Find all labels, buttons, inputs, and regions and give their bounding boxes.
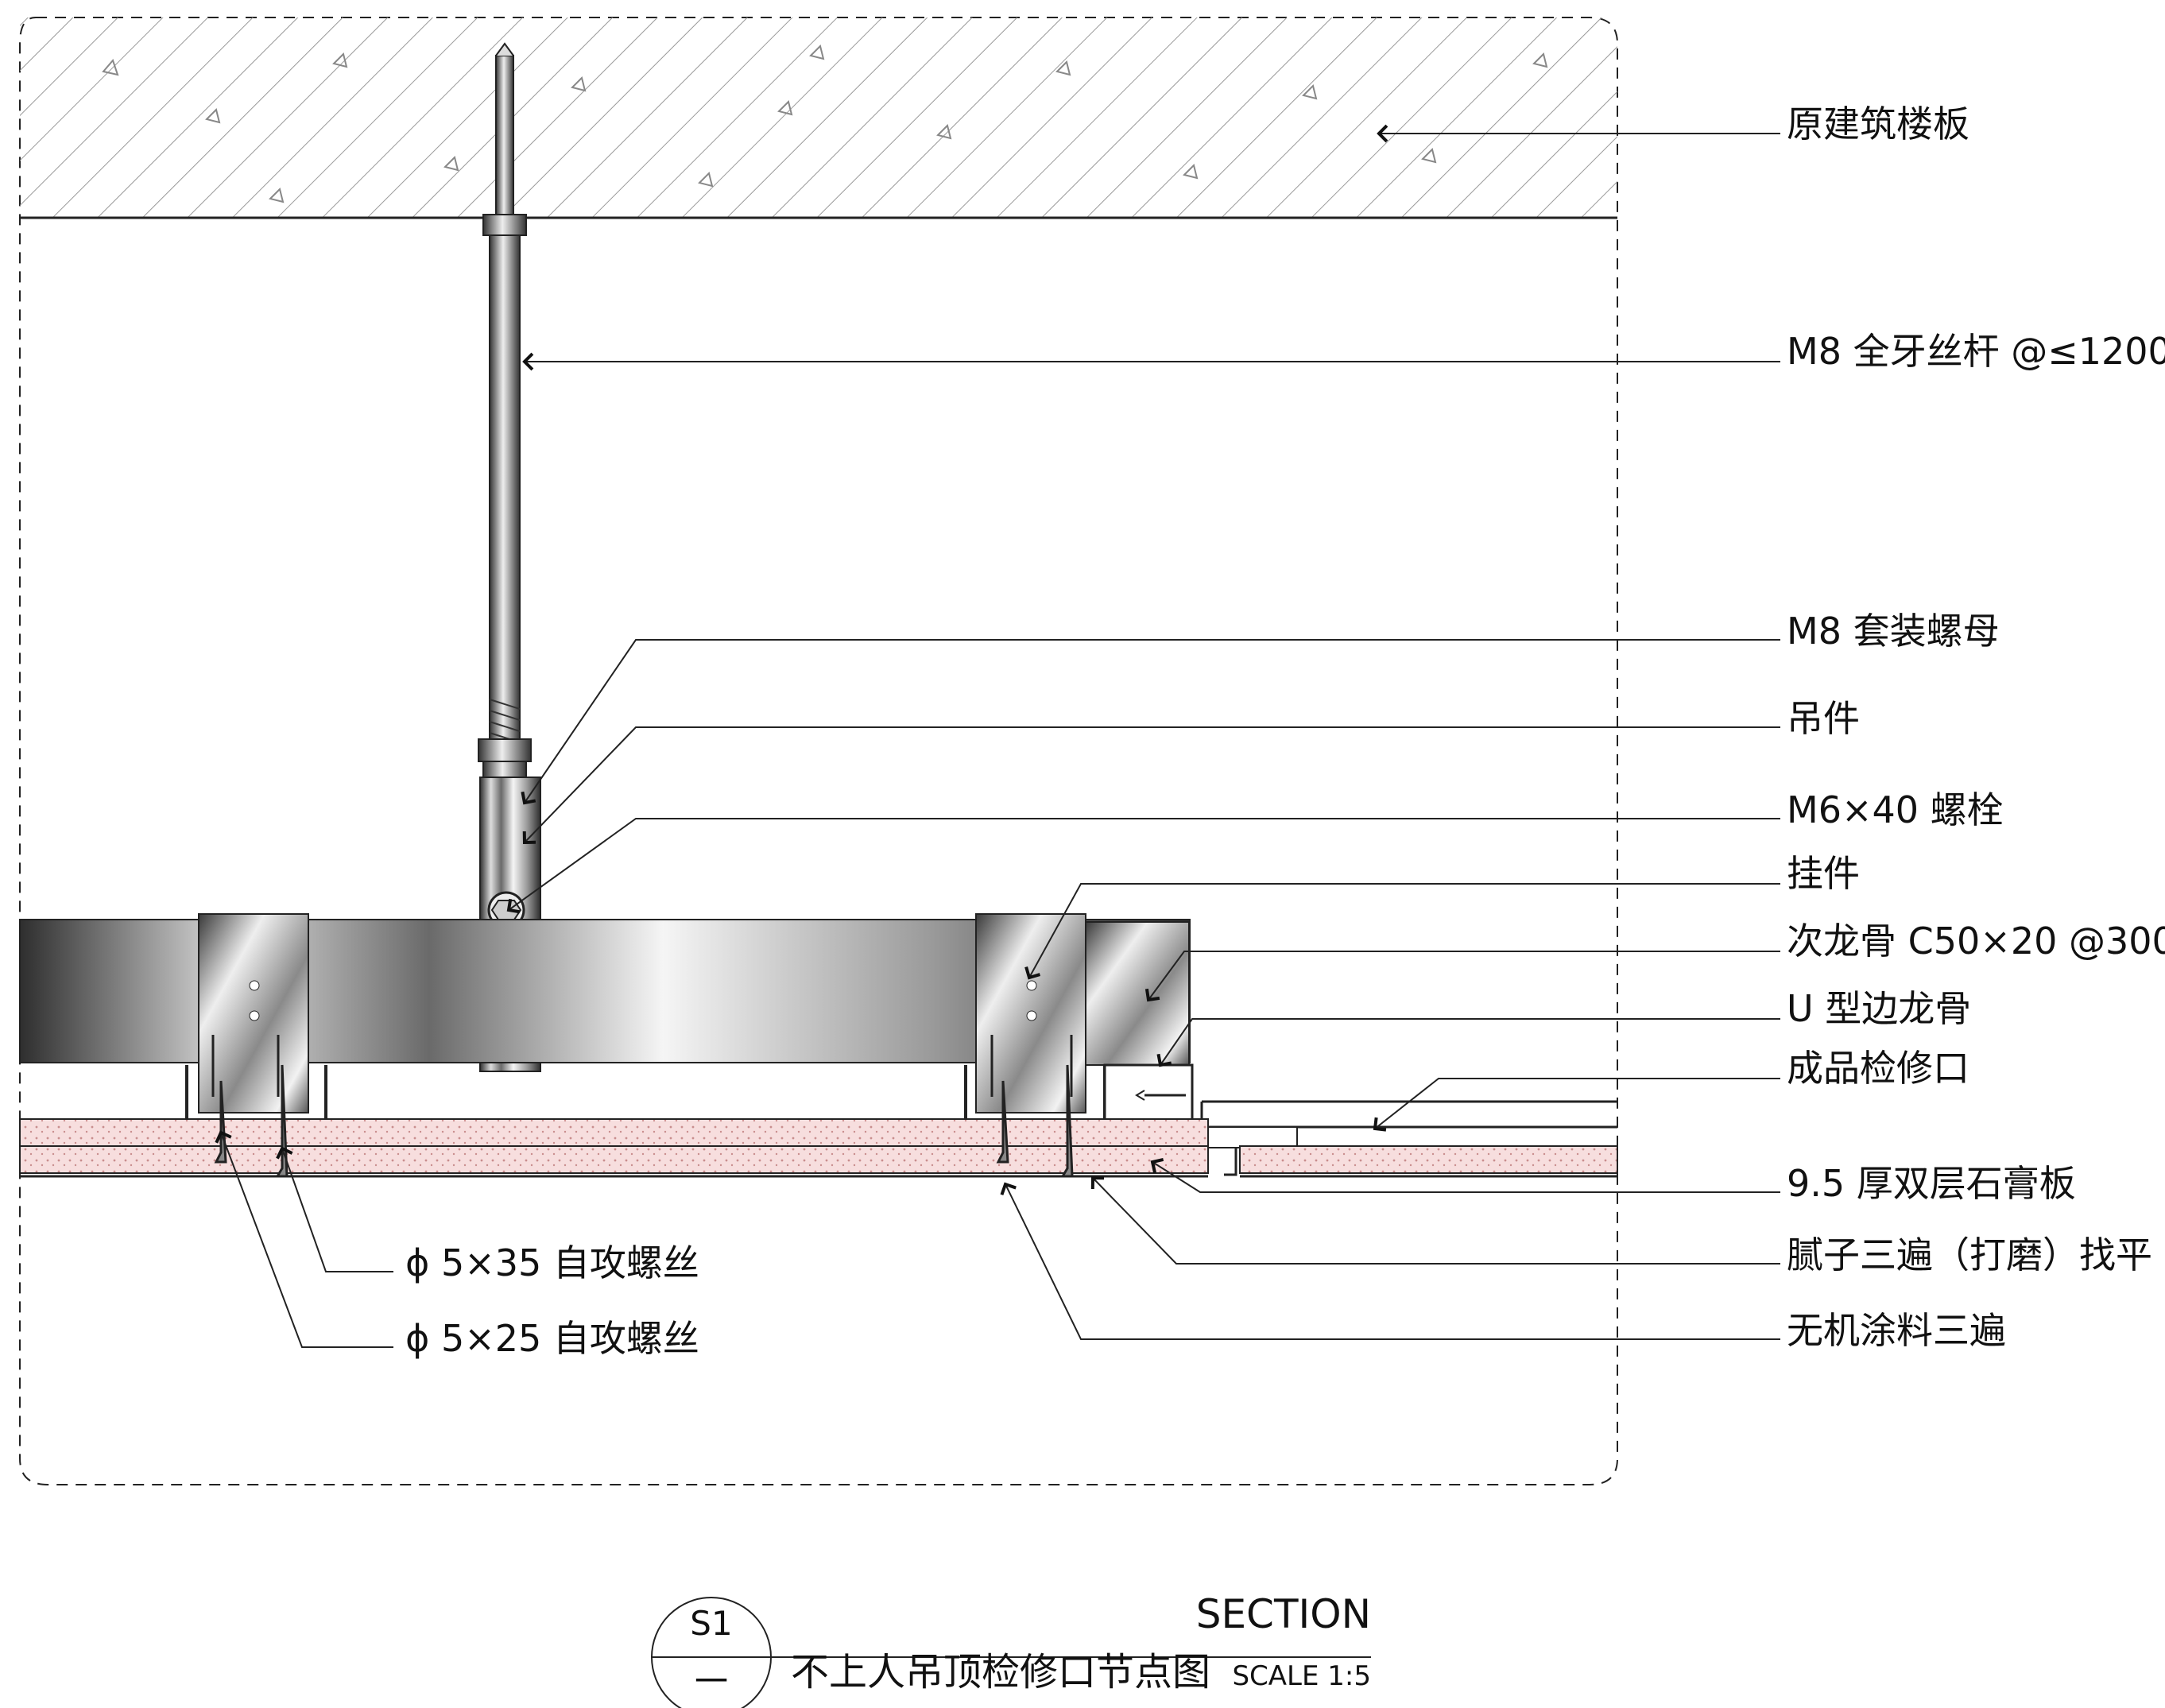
gypsum-board-double bbox=[19, 1118, 1618, 1178]
screw35-leader-tick bbox=[276, 1146, 293, 1160]
gypsum-leader-tick bbox=[1150, 1157, 1164, 1174]
bolt-leader-tick bbox=[506, 898, 521, 914]
u_edge-label: U 型边龙骨 bbox=[1787, 987, 1971, 1030]
bolt-label: M6×40 螺栓 bbox=[1787, 788, 2004, 831]
secondary_keel-leader bbox=[1148, 951, 1780, 1001]
screw25-leader-tick bbox=[215, 1130, 232, 1144]
concrete-slab bbox=[20, 17, 1617, 219]
hatch-label: 成品检修口 bbox=[1787, 1047, 1969, 1090]
callout-labels-left: ϕ 5×35 自攻螺丝 ϕ 5×25 自攻螺丝 bbox=[405, 1241, 699, 1360]
slab-label: 原建筑楼板 bbox=[1787, 103, 1969, 145]
leader-lines bbox=[215, 124, 1780, 1348]
screw25-label: ϕ 5×25 自攻螺丝 bbox=[405, 1317, 699, 1360]
screw35-label: ϕ 5×35 自攻螺丝 bbox=[405, 1241, 699, 1284]
hanger-leader bbox=[524, 726, 1780, 843]
drawing-title: 不上人吊顶检修口节点图 bbox=[791, 1650, 1210, 1694]
clip-label: 挂件 bbox=[1787, 852, 1860, 895]
screw25-leader bbox=[220, 1132, 393, 1348]
section-symbol-bottom: 一 bbox=[695, 1662, 728, 1701]
putty-leader bbox=[1092, 1177, 1780, 1265]
putty-label: 腻子三遍（打磨）找平 bbox=[1787, 1234, 2152, 1276]
rod-label: M8 全牙丝杆 @≤1200 bbox=[1787, 330, 2165, 373]
clip-leader-tick bbox=[1024, 966, 1041, 980]
nut-leader bbox=[524, 639, 1780, 804]
coating-leader-tick bbox=[1000, 1182, 1017, 1195]
coating-label: 无机涂料三遍 bbox=[1787, 1309, 2006, 1352]
hanger-leader-tick bbox=[522, 831, 536, 845]
putty-leader-tick bbox=[1090, 1175, 1105, 1190]
clip-leader bbox=[1028, 883, 1780, 978]
u_edge-leader-tick bbox=[1156, 1053, 1172, 1067]
hatch-leader-tick bbox=[1373, 1117, 1387, 1132]
hanger-label: 吊件 bbox=[1787, 697, 1860, 740]
title-block: S1 一 SECTION 不上人吊顶检修口节点图 SCALE 1:5 bbox=[651, 1591, 1371, 1708]
screw35-leader bbox=[281, 1148, 393, 1272]
rod-leader-tick bbox=[522, 352, 534, 371]
slab-leader-tick bbox=[1377, 124, 1388, 143]
gypsum-label: 9.5 厚双层石膏板 bbox=[1787, 1162, 2076, 1205]
section-heading: SECTION bbox=[1196, 1591, 1371, 1637]
u-edge-keel bbox=[1103, 1063, 1194, 1124]
section-symbol-top: S1 bbox=[690, 1604, 732, 1643]
u_edge-leader bbox=[1160, 1018, 1780, 1066]
nut-label: M8 套装螺母 bbox=[1787, 610, 2000, 653]
detail-boundary bbox=[19, 17, 1618, 1485]
secondary_keel-label: 次龙骨 C50×20 @300 bbox=[1787, 920, 2165, 962]
secondary_keel-leader-tick bbox=[1144, 988, 1160, 1002]
nut-leader-tick bbox=[521, 791, 536, 805]
gypsum-leader bbox=[1152, 1161, 1780, 1193]
bolt-leader bbox=[508, 818, 1780, 911]
clip-left bbox=[185, 913, 327, 1122]
drawing-scale: SCALE 1:5 bbox=[1232, 1660, 1371, 1692]
hatch-leader bbox=[1374, 1078, 1780, 1129]
coating-leader bbox=[1005, 1183, 1780, 1340]
